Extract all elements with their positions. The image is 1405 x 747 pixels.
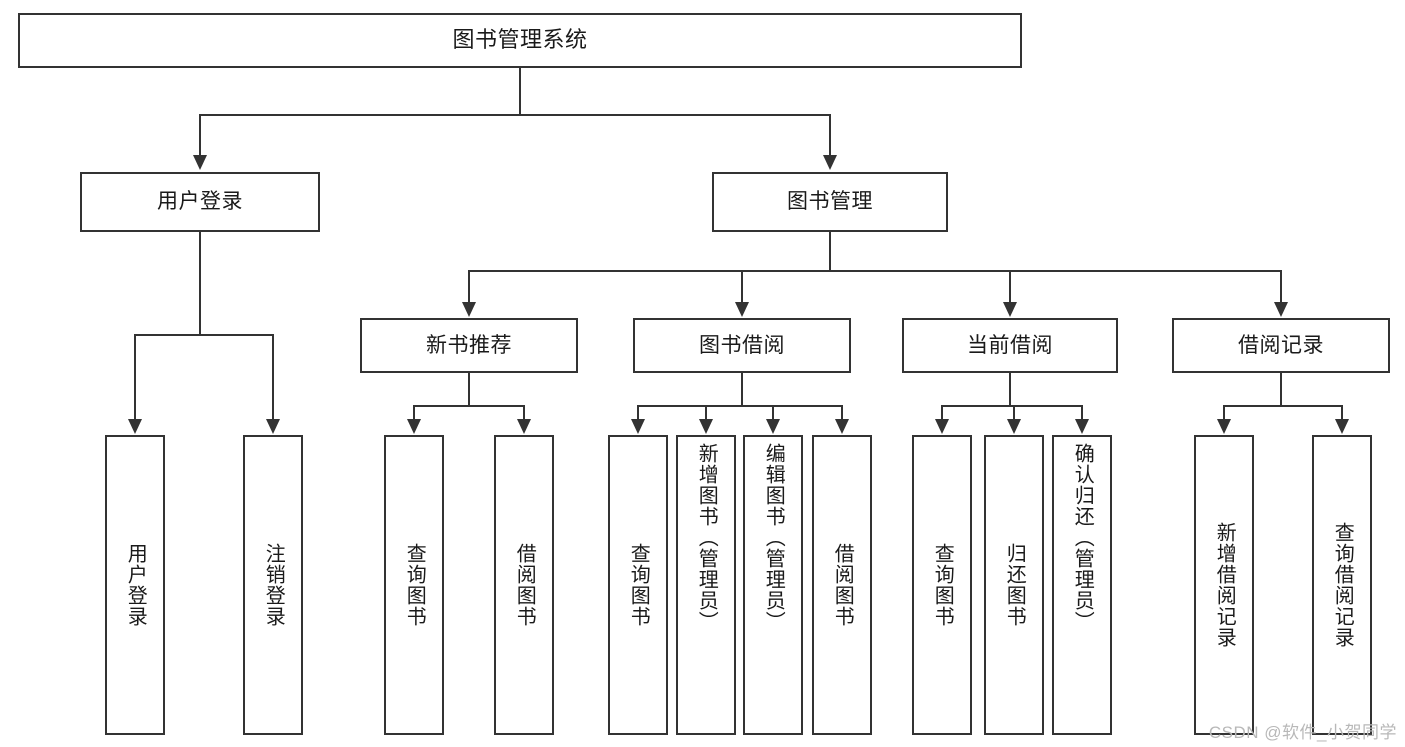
leaf-return-books[interactable]: 归还图书 [984, 435, 1044, 735]
leaf-label: 查询图书 [403, 543, 426, 627]
connector-new-book-stem [468, 373, 470, 406]
leaf-label: 借阅图书 [513, 543, 536, 627]
leaf-query-borrow-record[interactable]: 查询借阅记录 [1312, 435, 1372, 735]
leaf-label: 确认归还（管理员） [1071, 443, 1094, 632]
arrowhead-icon [1335, 419, 1349, 434]
arrowhead-icon [835, 419, 849, 434]
leaf-query-books-borrowing[interactable]: 查询图书 [608, 435, 668, 735]
arrowhead-icon [1007, 419, 1021, 434]
connector-current-borrow-bus [941, 405, 1081, 407]
connector-book-management-stem [829, 232, 831, 271]
connector-book-borrow-bus [637, 405, 842, 407]
connector-bb-to-leaf-1 [637, 405, 639, 420]
leaf-label: 查询图书 [627, 543, 650, 627]
connector-br-to-leaf-2 [1341, 405, 1343, 420]
node-current-borrowing[interactable]: 当前借阅 [902, 318, 1118, 373]
arrowhead-icon [1217, 419, 1231, 434]
connector-cb-to-leaf-2 [1013, 405, 1015, 420]
leaf-label: 借阅图书 [831, 543, 854, 627]
leaf-label: 归还图书 [1003, 543, 1026, 627]
leaf-confirm-return-admin[interactable]: 确认归还（管理员） [1052, 435, 1112, 735]
leaf-query-books-current[interactable]: 查询图书 [912, 435, 972, 735]
leaf-label: 查询图书 [931, 543, 954, 627]
leaf-label: 查询借阅记录 [1331, 522, 1354, 648]
node-label: 图书管理系统 [452, 27, 588, 53]
arrowhead-icon [1075, 419, 1089, 434]
arrowhead-icon [823, 155, 837, 170]
connector-bb-to-leaf-3 [772, 405, 774, 420]
connector-bb-to-leaf-4 [841, 405, 843, 420]
connector-user-login-to-leaf-2 [272, 334, 274, 420]
node-label: 借阅记录 [1238, 333, 1324, 357]
connector-br-to-leaf-1 [1223, 405, 1225, 420]
leaf-edit-book-admin[interactable]: 编辑图书（管理员） [743, 435, 803, 735]
leaf-add-borrow-record[interactable]: 新增借阅记录 [1194, 435, 1254, 735]
node-new-book-recommendation[interactable]: 新书推荐 [360, 318, 578, 373]
node-label: 当前借阅 [967, 333, 1053, 357]
connector-cb-to-leaf-1 [941, 405, 943, 420]
arrowhead-icon [266, 419, 280, 434]
arrowhead-icon [935, 419, 949, 434]
leaf-borrow-books-new-book[interactable]: 借阅图书 [494, 435, 554, 735]
connector-bm-to-current-borrow [1009, 270, 1011, 303]
leaf-borrow-books-borrowing[interactable]: 借阅图书 [812, 435, 872, 735]
connector-borrow-record-stem [1280, 373, 1282, 406]
node-book-management[interactable]: 图书管理 [712, 172, 948, 232]
leaf-label: 编辑图书（管理员） [762, 443, 785, 632]
leaf-logout[interactable]: 注销登录 [243, 435, 303, 735]
node-root-library-management-system[interactable]: 图书管理系统 [18, 13, 1022, 68]
arrowhead-icon [766, 419, 780, 434]
leaf-user-login[interactable]: 用户登录 [105, 435, 165, 735]
watermark: CSDN @软件_小贺同学 [1208, 723, 1397, 742]
connector-book-borrow-stem [741, 373, 743, 406]
connector-bm-to-book-borrow [741, 270, 743, 303]
connector-book-management-bus [468, 270, 1280, 272]
leaf-label: 新增借阅记录 [1213, 522, 1236, 648]
connector-new-book-bus [413, 405, 524, 407]
connector-root-stem [519, 68, 521, 115]
node-borrowing-record[interactable]: 借阅记录 [1172, 318, 1390, 373]
connector-current-borrow-stem [1009, 373, 1011, 406]
connector-user-login-to-leaf-1 [134, 334, 136, 420]
connector-root-to-user-login [199, 114, 201, 156]
connector-new-book-to-leaf-1 [413, 405, 415, 420]
connector-bm-to-new-book [468, 270, 470, 303]
connector-user-login-bus [134, 334, 273, 336]
arrowhead-icon [193, 155, 207, 170]
node-label: 新书推荐 [426, 333, 512, 357]
arrowhead-icon [631, 419, 645, 434]
connector-root-to-book-management [829, 114, 831, 156]
node-user-login[interactable]: 用户登录 [80, 172, 320, 232]
connector-borrow-record-bus [1223, 405, 1342, 407]
node-label: 图书管理 [787, 190, 873, 214]
leaf-query-books-new-book[interactable]: 查询图书 [384, 435, 444, 735]
connector-bm-to-borrow-record [1280, 270, 1282, 303]
connector-root-bus [199, 114, 831, 116]
arrowhead-icon [407, 419, 421, 434]
arrowhead-icon [699, 419, 713, 434]
connector-new-book-to-leaf-2 [523, 405, 525, 420]
node-book-borrowing[interactable]: 图书借阅 [633, 318, 851, 373]
leaf-label: 新增图书（管理员） [695, 443, 718, 632]
arrowhead-icon [462, 302, 476, 317]
arrowhead-icon [735, 302, 749, 317]
arrowhead-icon [517, 419, 531, 434]
connector-user-login-stem [199, 232, 201, 335]
node-label: 用户登录 [157, 190, 243, 214]
leaf-label: 注销登录 [262, 543, 285, 627]
leaf-label: 用户登录 [124, 543, 147, 627]
leaf-add-book-admin[interactable]: 新增图书（管理员） [676, 435, 736, 735]
arrowhead-icon [1274, 302, 1288, 317]
connector-cb-to-leaf-3 [1081, 405, 1083, 420]
arrowhead-icon [128, 419, 142, 434]
node-label: 图书借阅 [699, 333, 785, 357]
arrowhead-icon [1003, 302, 1017, 317]
connector-bb-to-leaf-2 [705, 405, 707, 420]
